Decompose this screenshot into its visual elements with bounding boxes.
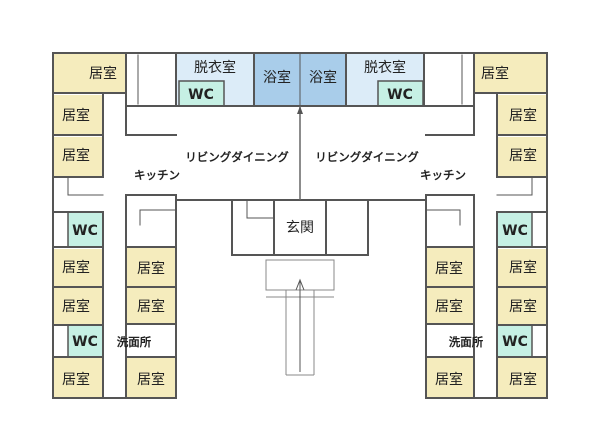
label-room-right-inner-3: 居室 [435,371,463,388]
label-changing-room-left: 脱衣室 [194,59,236,76]
label-room-right-2: 居室 [509,147,537,164]
room-right-5 [497,358,547,398]
room-right-1 [497,95,547,135]
room-left-1 [53,95,103,135]
room-left-inner-1 [126,248,176,286]
label-washroom-left: 洗面所 [117,335,152,349]
room-right-inner-3 [426,358,474,398]
label-washroom-right: 洗面所 [449,335,484,349]
wc-right-upper [497,212,532,247]
entrance-arrow-icon [295,278,305,291]
label-wc-top-left: WC [188,87,214,103]
label-room-left-1: 居室 [62,107,90,124]
room-left-3 [53,249,103,286]
room-right-3 [497,249,547,286]
bathroom-right [300,53,346,106]
room-left-inner-3 [126,358,176,398]
label-kitchen-right: キッチン [420,168,466,182]
room-left-inner-2 [126,288,176,323]
wc-left-upper [68,212,103,247]
label-living-dining-right: リビングダイニング [315,150,419,164]
room-right-4 [497,288,547,324]
label-bathroom-right: 浴室 [309,69,337,86]
label-wc-left-lower: WC [72,334,98,350]
room-left-5 [53,358,103,398]
label-room-left-4: 居室 [62,298,90,315]
label-changing-room-right: 脱衣室 [364,59,406,76]
label-room-left-inner-3: 居室 [137,371,165,388]
label-bathroom-left: 浴室 [263,69,291,86]
label-room-left-inner-2: 居室 [137,298,165,315]
label-wc-top-right: WC [387,87,413,103]
label-wc-left-upper: WC [72,223,98,239]
label-room-left-3: 居室 [62,259,90,276]
label-room-left-5: 居室 [62,371,90,388]
wc-top-right [378,81,423,106]
label-room-right-4: 居室 [509,298,537,315]
room-right-2 [497,137,547,177]
bathroom-left [254,53,300,106]
label-room-right-1: 居室 [509,107,537,124]
room-right-inner-2 [426,288,474,323]
room-right-top [474,53,547,93]
bath-arrow-icon [297,106,303,114]
wc-left-lower [68,326,103,356]
walls [52,52,548,399]
label-room-left-inner-1: 居室 [137,260,165,277]
wc-right-lower [497,326,532,356]
label-kitchen-left: キッチン [134,168,180,182]
wc-top-left [179,81,224,106]
label-wc-right-upper: WC [502,223,528,239]
label-entrance: 玄関 [286,219,314,236]
label-living-dining-left: リビングダイニング [185,150,289,164]
label-room-right-5: 居室 [509,371,537,388]
label-room-right-inner-1: 居室 [435,260,463,277]
label-wc-right-lower: WC [502,334,528,350]
label-room-left-2: 居室 [62,147,90,164]
room-left-top [53,53,126,93]
label-room-left-top: 居室 [89,65,117,82]
label-room-right-top: 居室 [481,65,509,82]
room-left-2 [53,137,103,177]
room-labels: 居室 居室 居室 WC 居室 居室 WC 居室 居室 居室 洗面所 居室 居室 … [62,59,537,388]
room-right-inner-1 [426,248,474,286]
label-room-right-inner-2: 居室 [435,298,463,315]
label-room-right-3: 居室 [509,259,537,276]
room-left-4 [53,288,103,324]
